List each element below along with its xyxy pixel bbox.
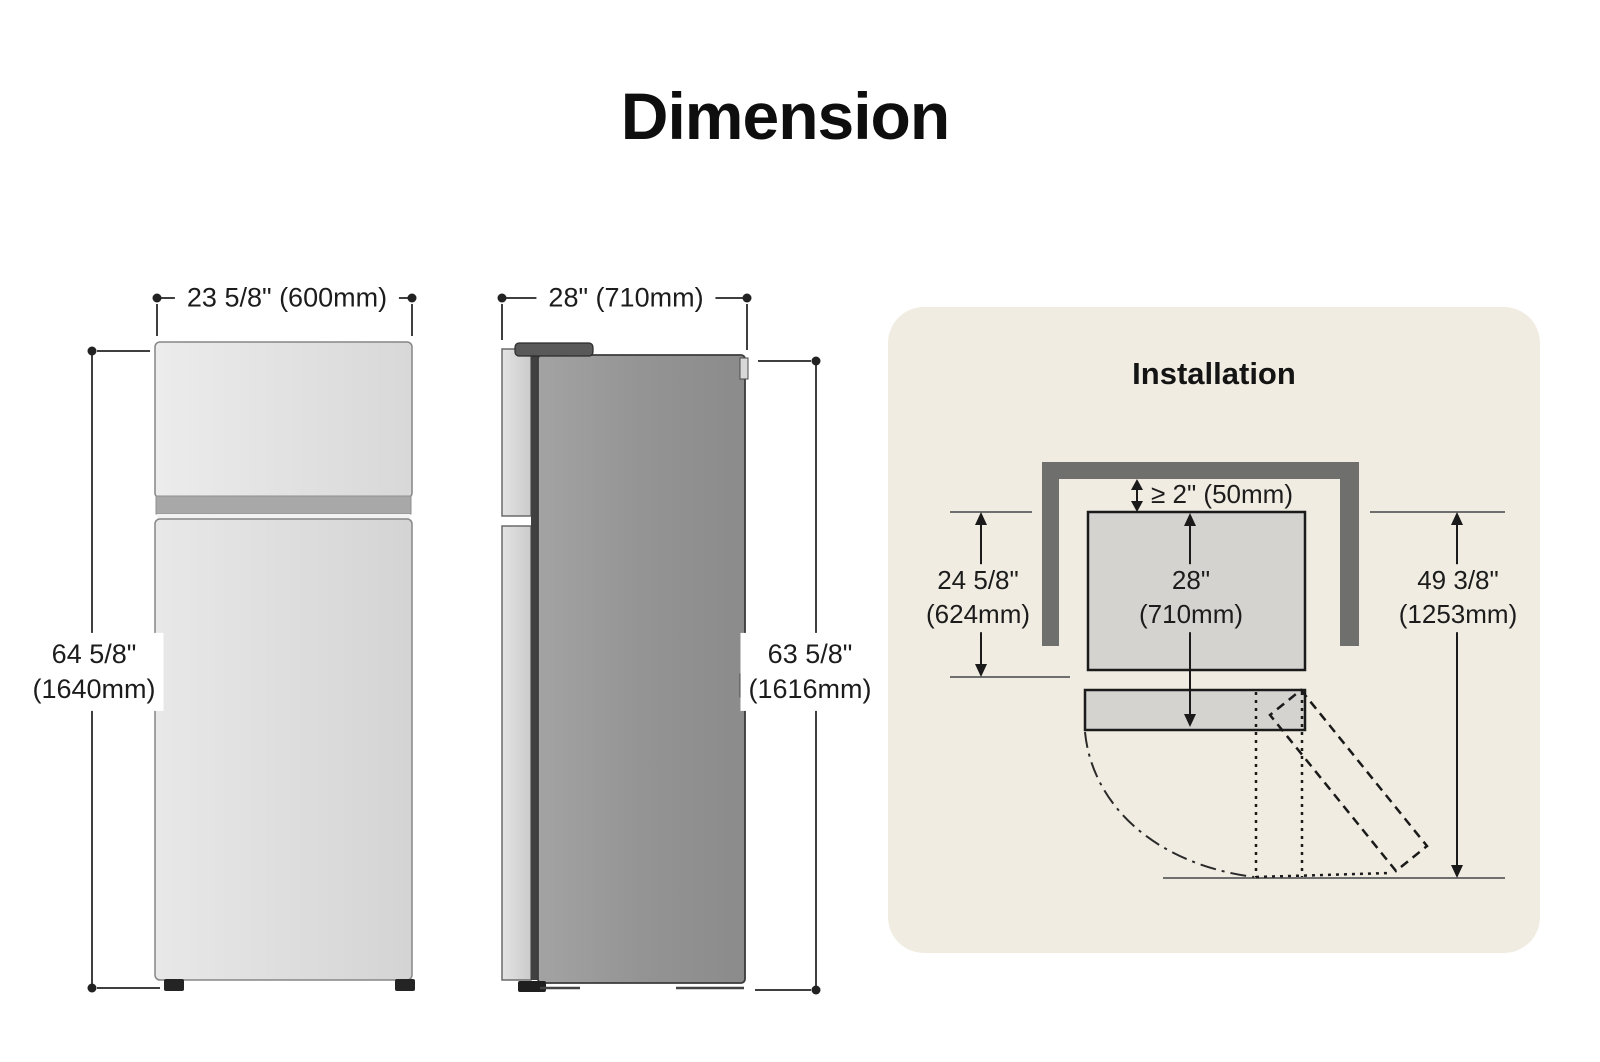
side-height-inches: 63 5/8": [767, 638, 853, 669]
door-open-depth-inches: 49 3/8": [1417, 565, 1499, 596]
front-width-label: 23 5/8" (600mm): [174, 278, 400, 318]
side-fridge-door-edge: [501, 525, 532, 981]
front-height-mm: (1640mm): [32, 674, 156, 704]
upper-hinge: [739, 357, 749, 380]
fridge-door-top-view: [1083, 688, 1307, 732]
recess-height-mm: (624mm): [925, 599, 1031, 629]
depth-inches: 28": [1171, 565, 1211, 596]
front-height-label: 64 5/8" (1640mm): [24, 632, 164, 712]
recess-height-inches: 24 5/8": [937, 565, 1019, 596]
front-left-foot: [164, 979, 184, 991]
depth-mm: (710mm): [1138, 599, 1244, 629]
front-height-inches: 64 5/8": [51, 638, 137, 669]
door-open-depth-mm: (1253mm): [1398, 599, 1518, 629]
side-height-mm: (1616mm): [748, 674, 872, 704]
clearance-label: ≥ 2" (50mm): [1151, 479, 1293, 510]
page-title: Dimension: [620, 79, 950, 153]
side-front-foot: [518, 981, 546, 992]
depth-label: 28" (710mm): [1138, 564, 1244, 632]
side-freezer-door-edge: [501, 348, 532, 517]
side-width-label: 28" (710mm): [536, 278, 716, 318]
door-open-depth-label: 49 3/8" (1253mm): [1398, 564, 1518, 632]
side-height-label: 63 5/8" (1616mm): [740, 632, 880, 712]
fridge-side-illustration: [501, 342, 749, 992]
installation-title: Installation: [1132, 356, 1296, 391]
recess-height-label: 24 5/8" (624mm): [925, 564, 1031, 632]
fridge-front-illustration: [154, 341, 415, 991]
clearance-arrow: [1131, 479, 1143, 512]
top-hinge-cover: [514, 342, 594, 357]
front-right-foot: [395, 979, 415, 991]
side-cabinet-body: [537, 354, 746, 984]
door-open-90-outline: [1254, 692, 1391, 879]
door-open-45-outline: [1268, 688, 1429, 873]
